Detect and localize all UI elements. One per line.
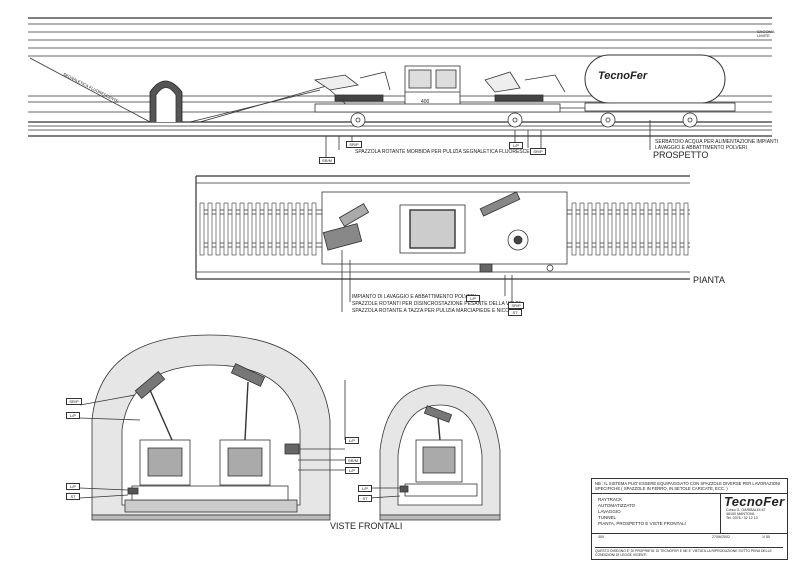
track-sleeper: [215, 202, 221, 256]
tag-lp-front: L/P: [66, 412, 80, 419]
title-block-description: RAYTRACK AUTOMATIZZATO LAVAGGIO TUNNEL P…: [598, 497, 686, 527]
callout-lavaggio: LAVAGGIO E ABBATTIMENTO POLVERI: [655, 145, 748, 151]
track-sleeper: [635, 202, 641, 256]
tecnofer-logo: TecnoFer: [724, 494, 785, 509]
track-sleeper: [247, 202, 253, 256]
track-sleeper: [223, 202, 229, 256]
track-sleeper: [603, 202, 609, 256]
tag-srm-front: SR/M: [345, 457, 361, 464]
track-sleeper: [263, 202, 269, 256]
desc-line: LAVAGGIO: [598, 509, 621, 514]
title-block-footer: QUESTO DISEGNO E' DI PROPRIETA' DI TECNO…: [595, 547, 783, 557]
track-sleeper: [643, 202, 649, 256]
front-views: [79, 334, 501, 521]
tag-srp-top: SR/P: [346, 141, 362, 148]
desc-line: AUTOMATIZZATO: [598, 503, 636, 508]
pianta-title: PIANTA: [693, 275, 725, 285]
track-sleeper: [279, 202, 285, 256]
tag-st-front-2: ST: [358, 495, 372, 502]
track-sleeper: [571, 202, 577, 256]
sagoma-limite-label: SAGOMA LIMITE: [757, 29, 775, 38]
tag-st-front: ST: [66, 493, 80, 500]
track-sleeper: [271, 202, 277, 256]
track-sleeper: [295, 202, 301, 256]
tag-lp-front-2: L/P: [66, 483, 80, 490]
drawing-scale: 1/ 50: [762, 535, 770, 539]
track-sleeper: [611, 202, 617, 256]
track-sleeper: [303, 202, 309, 256]
tag-lp-top: L/P: [509, 142, 523, 149]
track-sleeper: [659, 202, 665, 256]
track-sleeper: [651, 202, 657, 256]
track-sleeper: [595, 202, 601, 256]
tag-lp-front-3: L/P: [345, 437, 359, 444]
track-sleeper: [287, 202, 293, 256]
track-sleeper: [239, 202, 245, 256]
tag-lp-front-4: L/P: [345, 467, 359, 474]
tag-srp-top-2: SR/P: [530, 148, 546, 155]
track-sleeper: [619, 202, 625, 256]
vehicle-number: 400: [421, 99, 430, 105]
pianta-view: [195, 175, 690, 312]
callout-serbatoio: SERBATOIO ACQUA PER ALIMENTAZIONE IMPIAN…: [655, 139, 779, 145]
prospetto-view: [28, 17, 772, 160]
tag-srp-front: SR/P: [66, 398, 82, 405]
drawing-code: 400: [598, 535, 604, 539]
track-sleeper: [627, 202, 633, 256]
viste-frontali-title: VISTE FRONTALI: [330, 521, 403, 531]
title-block-note: NB : IL SISTEMA PUO' ESSERE EQUIPAGGIATO…: [595, 481, 781, 491]
desc-line: PIANTA, PROSPETTO E VISTE FRONTALI: [598, 521, 686, 526]
track-sleeper: [675, 202, 681, 256]
title-block: NB : IL SISTEMA PUO' ESSERE EQUIPAGGIATO…: [591, 478, 788, 560]
track-sleeper: [667, 202, 673, 256]
tag-lp-plan: L/P: [466, 295, 480, 302]
company-address: Corso G. GARIBALDI 87 46100 MANTOVA Tel.…: [726, 508, 766, 520]
tag-srm-top: SR/M: [319, 157, 335, 164]
callout-spazzola-morbida: SPAZZOLA ROTANTE MORBIDA PER PULIZIA SEG…: [355, 149, 540, 155]
callout-spazzola-tazza: SPAZZOLA ROTANTE A TAZZA PER PULIZIA MAR…: [352, 308, 518, 314]
track-sleeper: [579, 202, 585, 256]
desc-line: TUNNEL: [598, 515, 617, 520]
track-sleeper: [683, 202, 689, 256]
track-sleeper: [311, 202, 317, 256]
track-sleeper: [587, 202, 593, 256]
tag-srp-plan: SR/P: [508, 302, 524, 309]
tank-brand-logo: TecnoFer: [598, 70, 648, 82]
track-sleeper: [255, 202, 261, 256]
tag-st-plan: ST: [508, 309, 522, 316]
desc-line: RAYTRACK: [598, 497, 623, 502]
track-sleeper: [231, 202, 237, 256]
track-sleeper: [207, 202, 213, 256]
prospetto-title: PROSPETTO: [653, 150, 709, 160]
track-sleeper: [199, 202, 205, 256]
drawing-date: 27/06/2002: [712, 535, 730, 539]
tag-lp-front-5: L/P: [358, 485, 372, 492]
callout-spazzole-volta: SPAZZOLE ROTANTI PER DISINCROSTAZIONE PE…: [352, 301, 522, 307]
callout-impianto-lavaggio: IMPIANTO DI LAVAGGIO E ABBATTIMENTO POLV…: [352, 294, 476, 300]
